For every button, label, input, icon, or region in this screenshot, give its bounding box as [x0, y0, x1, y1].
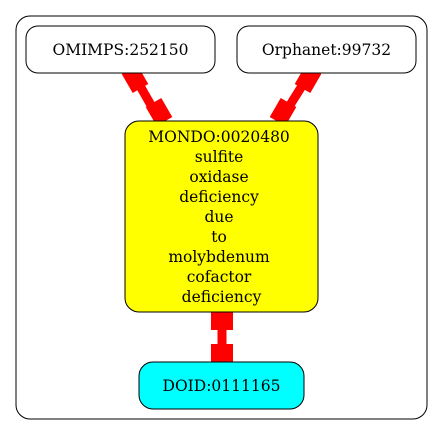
node-mondo-label-line: deficiency	[179, 188, 259, 206]
node-mondo-label-line: deficiency	[182, 288, 262, 306]
node-mondo-label-line: due	[204, 208, 233, 226]
node-mondo-label: MONDO:0020480 sulfite oxidase deficiency…	[148, 128, 294, 306]
node-orphanet[interactable]: Orphanet:99732	[236, 25, 417, 74]
node-mondo-label-line: oxidase	[189, 168, 248, 186]
node-mondo-label-line: cofactor	[187, 268, 252, 286]
node-omimps[interactable]: OMIMPS:252150	[25, 25, 216, 74]
node-doid-label: DOID:0111165	[163, 377, 281, 395]
node-mondo-label-line: MONDO:0020480	[148, 128, 290, 146]
edge-mondo-doid	[211, 309, 233, 365]
node-doid[interactable]: DOID:0111165	[138, 361, 305, 410]
node-mondo-label-line: to	[211, 228, 227, 246]
node-mondo-label-line: sulfite	[195, 148, 244, 166]
node-orphanet-label: Orphanet:99732	[262, 41, 391, 59]
node-mondo-label-line: molybdenum	[168, 248, 270, 266]
node-mondo[interactable]: MONDO:0020480 sulfite oxidase deficiency…	[124, 120, 319, 313]
node-omimps-label: OMIMPS:252150	[52, 41, 188, 59]
